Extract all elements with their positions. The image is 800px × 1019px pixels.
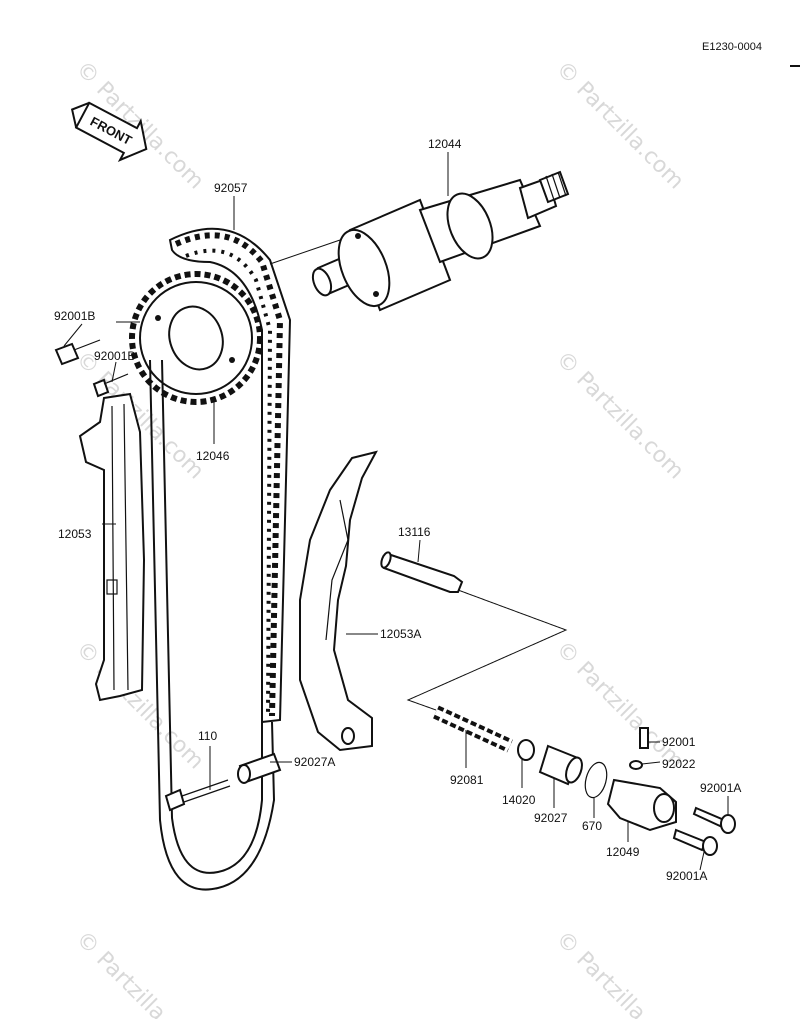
cam-sprocket [129, 271, 263, 405]
tensioner-guide [299, 450, 378, 752]
watermark-text: © Partzilla.com [71, 927, 209, 1019]
label-92001b-left: 92001B [54, 309, 95, 323]
label-13116: 13116 [398, 525, 431, 539]
label-12053a: 12053A [380, 627, 421, 641]
label-12049: 12049 [606, 845, 640, 859]
watermark-group: © Partzilla.com © Partzilla.com © Partzi… [71, 57, 689, 1019]
tensioner-cap [517, 739, 535, 761]
label-110: 110 [198, 729, 217, 743]
label-14020: 14020 [502, 793, 536, 807]
watermark-text: © Partzilla.com [551, 637, 689, 775]
part-labels: 12044 92057 12046 92001B 92001B 12053 12… [54, 137, 741, 883]
spring [433, 705, 513, 753]
assembly-line [406, 589, 568, 711]
camshaft [311, 170, 570, 312]
label-12046: 12046 [196, 449, 230, 463]
bolt-110 [164, 788, 186, 812]
bolt-a-top [692, 806, 726, 828]
bolt-small [639, 727, 649, 749]
watermark-text: © Partzilla.com [551, 57, 689, 195]
leader-lines [63, 152, 729, 871]
label-92001a-bottom: 92001A [666, 869, 707, 883]
bolt-110-shaft [181, 779, 231, 803]
label-12053: 12053 [58, 527, 92, 541]
label-92001a-top: 92001A [700, 781, 741, 795]
cam-chain [149, 227, 292, 891]
bolt-b-guide-shaft [103, 373, 129, 385]
tensioner-body [606, 778, 677, 832]
chain-guide [78, 392, 146, 702]
collar-end [237, 764, 251, 784]
diagram-code: E1230-0004 [702, 41, 762, 53]
o-ring [584, 761, 608, 799]
label-92057: 92057 [214, 181, 248, 195]
watermark-text: © Partzilla.com [551, 927, 689, 1019]
bolt-a-top-head [720, 814, 736, 834]
label-92027: 92027 [534, 811, 568, 825]
watermark-text: © Partzilla.com [551, 347, 689, 485]
label-92081: 92081 [450, 773, 484, 787]
bolt-b-left-shaft [73, 339, 101, 351]
assembly-line [269, 239, 341, 265]
label-92022: 92022 [662, 757, 696, 771]
washer [629, 760, 643, 770]
label-92001b-guide: 92001B [94, 349, 135, 363]
label-92001: 92001 [662, 735, 696, 749]
label-670: 670 [582, 819, 602, 833]
label-12044: 12044 [428, 137, 462, 151]
bolt-a-bottom [672, 828, 708, 852]
bolt-a-bottom-head [702, 836, 718, 856]
label-92027a: 92027A [294, 755, 335, 769]
tensioner-pin [380, 551, 464, 593]
tensioner-sleeve [538, 744, 583, 786]
bolt-b-left [54, 342, 80, 366]
